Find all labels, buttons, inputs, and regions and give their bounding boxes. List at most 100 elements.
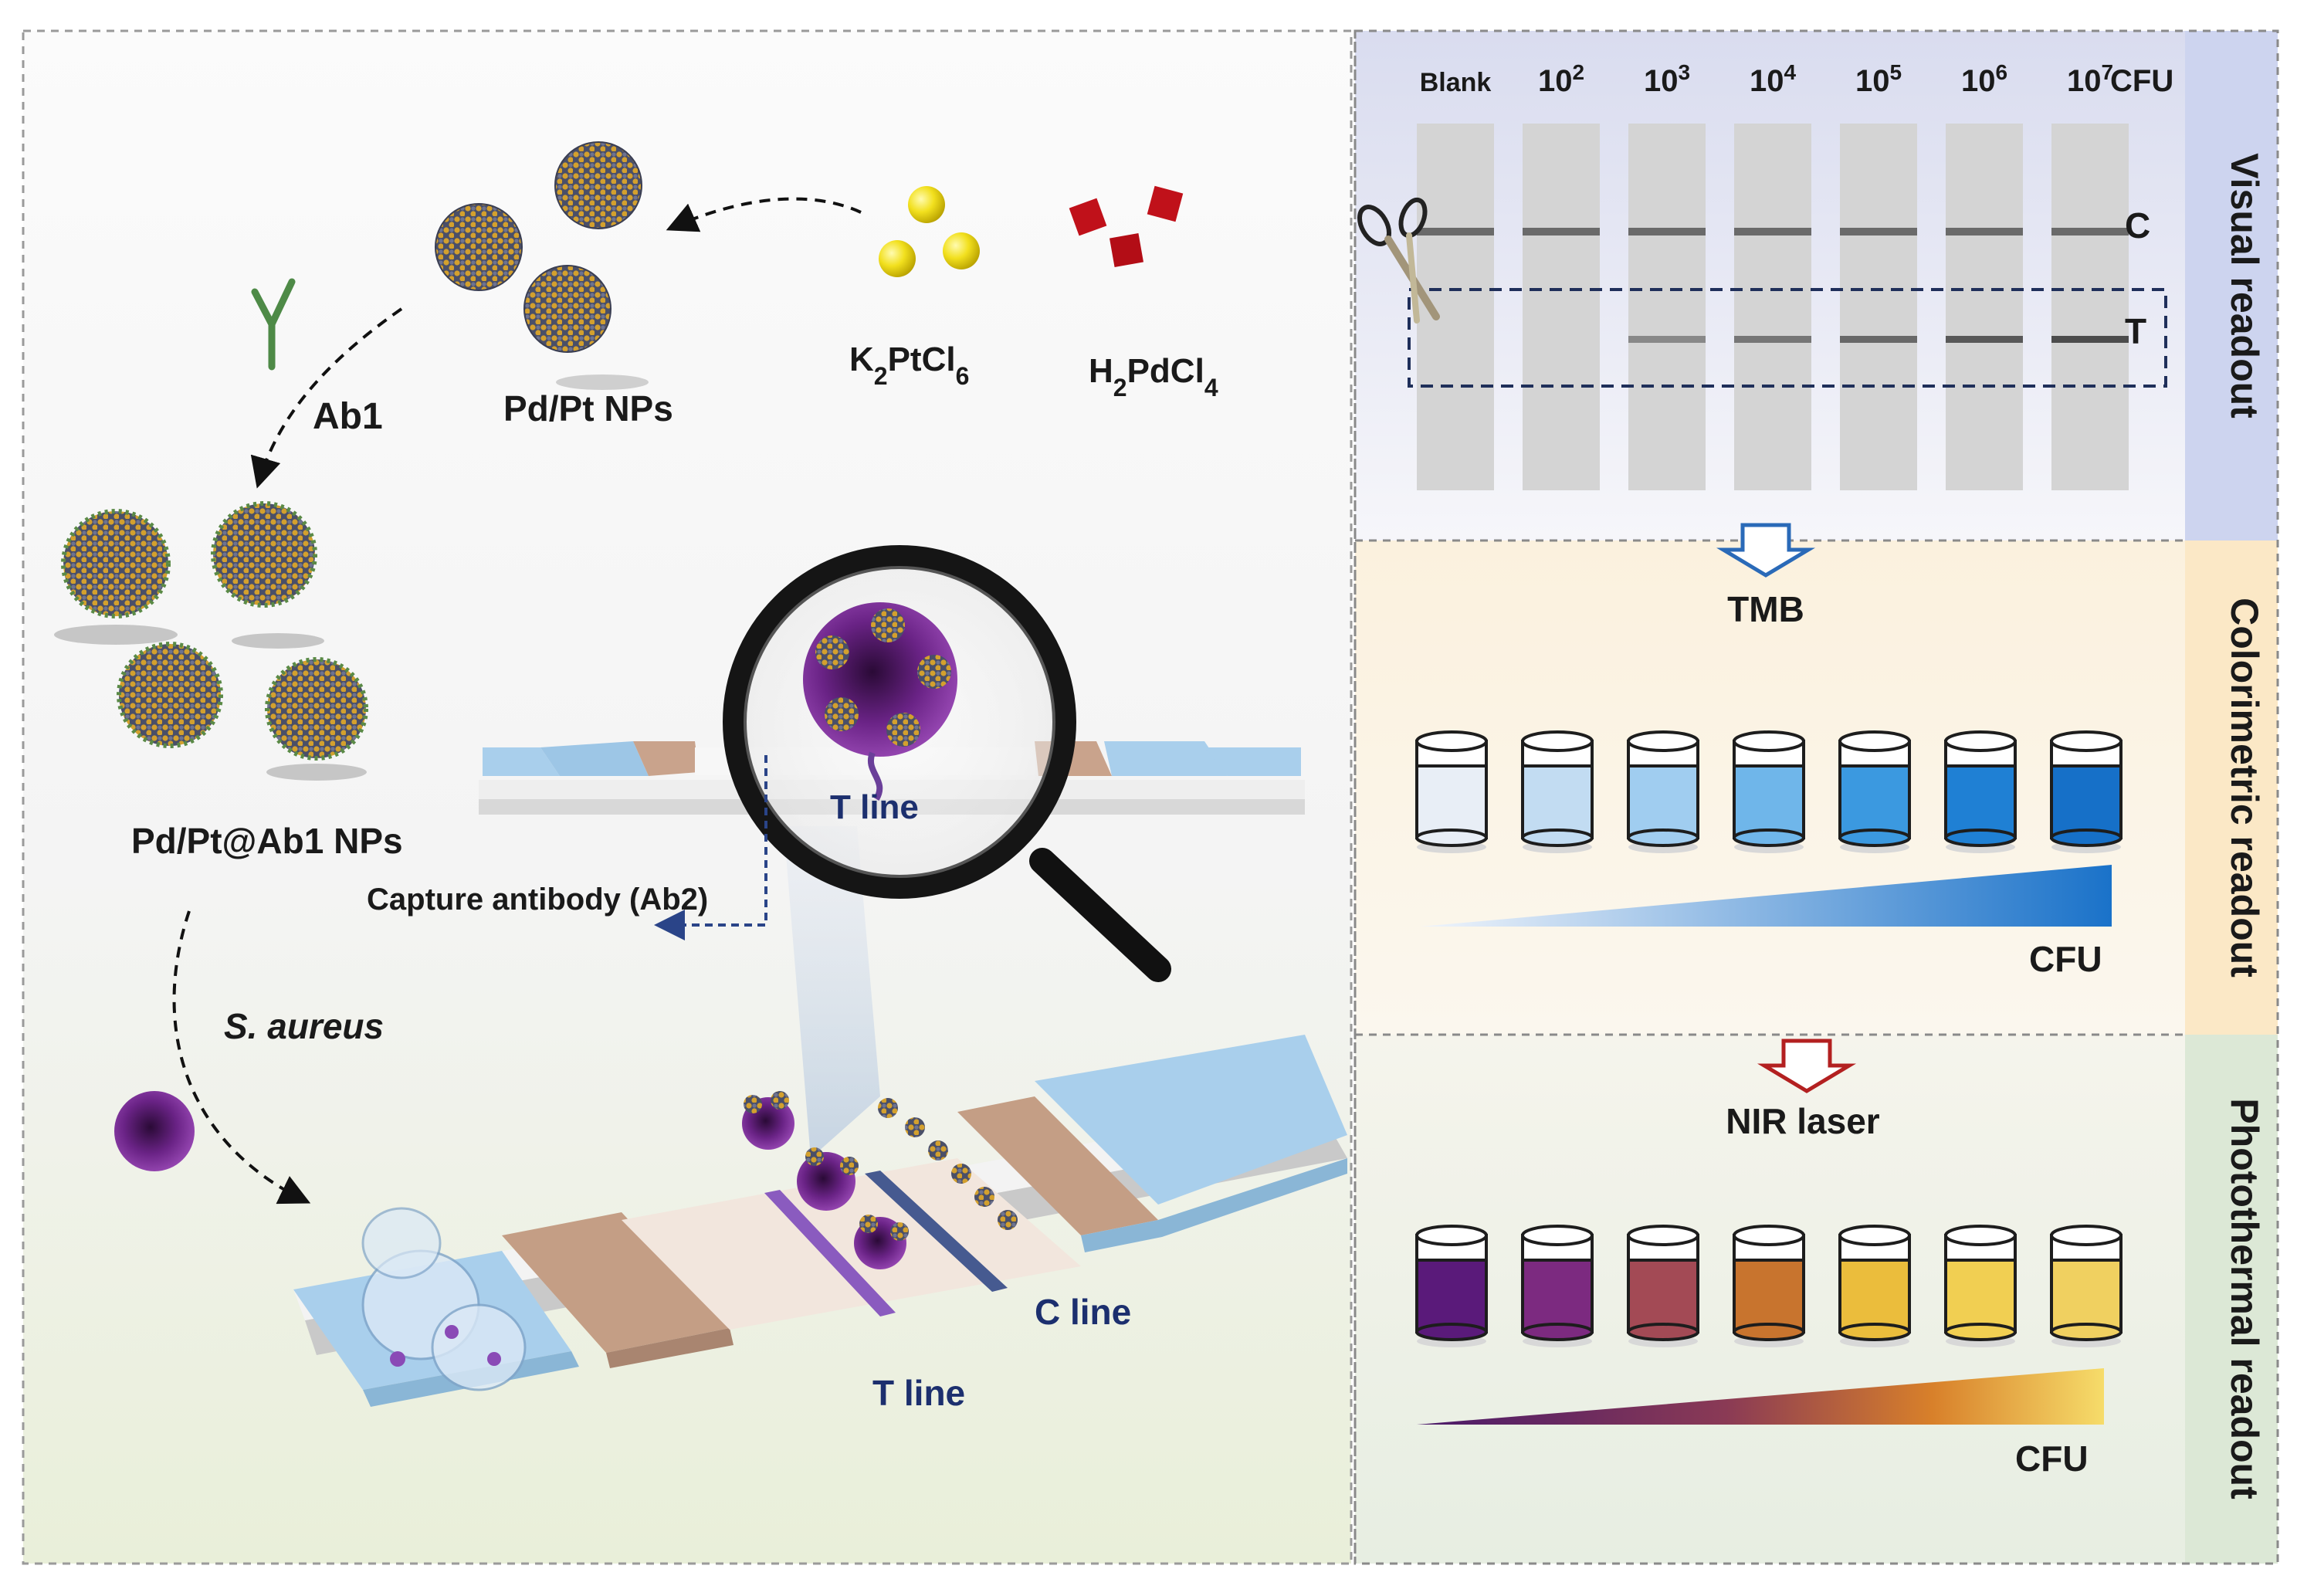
c-line-stripe bbox=[865, 1171, 1008, 1292]
strip-c-line bbox=[1734, 228, 1811, 236]
strip-body bbox=[2051, 124, 2129, 490]
visual-unit-label: CFU bbox=[2110, 64, 2173, 98]
colorimetric-tube-0 bbox=[1415, 730, 1488, 853]
nir-label: NIR laser bbox=[1726, 1101, 1880, 1141]
photothermal-tube-6 bbox=[2050, 1225, 2123, 1347]
visual-strip-1 bbox=[1523, 124, 1600, 490]
tmb-arrow-icon bbox=[1716, 523, 1816, 578]
strip-t-line bbox=[1628, 336, 1706, 343]
sample-splash bbox=[361, 1207, 527, 1391]
precursor-pt-label: K2PtCl6 bbox=[849, 341, 969, 390]
conjugate-label: Pd/Pt@Ab1 NPs bbox=[131, 821, 403, 861]
cline-label: C line bbox=[1035, 1292, 1131, 1332]
visual-column-label: 104 bbox=[1750, 60, 1797, 99]
nir-arrow-icon bbox=[1757, 1039, 1857, 1093]
strip-c-line bbox=[1523, 228, 1600, 236]
visual-strip-4 bbox=[1840, 124, 1917, 490]
colorimetric-tubes bbox=[1415, 730, 2123, 853]
visual-column-label: 103 bbox=[1644, 60, 1690, 99]
antibody-ab1-icon bbox=[251, 278, 296, 371]
strip-t-line bbox=[1840, 336, 1917, 343]
precursor-pd-label: H2PdCl4 bbox=[1089, 352, 1218, 402]
strip-body bbox=[1734, 124, 1811, 490]
colorimetric-gradient-wedge bbox=[1421, 865, 2112, 927]
antibody-label: Ab1 bbox=[313, 396, 383, 437]
strip-c-line bbox=[2051, 228, 2129, 236]
strip-body bbox=[1628, 124, 1706, 490]
tline-label: T line bbox=[872, 1373, 965, 1413]
photothermal-tube-2 bbox=[1627, 1225, 1699, 1347]
colorimetric-tube-3 bbox=[1733, 730, 1805, 853]
tline-zoom-label: T line bbox=[830, 788, 919, 826]
photothermal-side-title: Photothermal readout bbox=[2223, 1098, 2266, 1499]
strip-t-line bbox=[2051, 336, 2129, 343]
bacteria-label: S. aureus bbox=[224, 1006, 384, 1046]
photothermal-tubes bbox=[1415, 1225, 2123, 1347]
visual-c-label: C bbox=[2125, 205, 2150, 246]
photothermal-side-band bbox=[2185, 1035, 2278, 1564]
strip-c-line bbox=[1840, 228, 1917, 236]
strip-c-line bbox=[1628, 228, 1706, 236]
visual-strip-5 bbox=[1946, 124, 2023, 490]
nc-membrane bbox=[622, 1158, 1081, 1330]
strip-c-line bbox=[1946, 228, 2023, 236]
photothermal-axis-label: CFU bbox=[2015, 1438, 2089, 1479]
tline-bound-complexes bbox=[742, 1091, 909, 1269]
photothermal-gradient-wedge bbox=[1417, 1368, 2104, 1425]
capture-antibody-leader bbox=[654, 755, 767, 940]
pdpt-ab1-conjugates bbox=[54, 501, 368, 781]
colorimetric-side-title: Colorimetric readout bbox=[2223, 598, 2266, 978]
visual-column-label: 105 bbox=[1855, 60, 1902, 99]
cline-bound-nanoparticles bbox=[878, 1098, 1018, 1230]
visual-column-label: 107 bbox=[2067, 60, 2113, 99]
bacterium-icon bbox=[114, 1091, 195, 1171]
visual-strip-3 bbox=[1734, 124, 1811, 490]
nps-label: Pd/Pt NPs bbox=[503, 388, 673, 429]
visual-strip-6 bbox=[2051, 124, 2129, 490]
visual-column-label: 102 bbox=[1538, 60, 1584, 99]
precursor-k2ptcl6-spheres bbox=[879, 186, 980, 277]
photothermal-tube-0 bbox=[1415, 1225, 1488, 1347]
visual-side-band bbox=[2185, 31, 2278, 540]
capture-antibody-label: Capture antibody (Ab2) bbox=[367, 883, 708, 917]
strip-t-line bbox=[1734, 336, 1811, 343]
photothermal-tube-1 bbox=[1521, 1225, 1594, 1347]
visual-column-label: 106 bbox=[1961, 60, 2007, 99]
strip-body bbox=[1946, 124, 2023, 490]
magnifier-icon bbox=[723, 545, 1171, 982]
strip-t-line bbox=[1946, 336, 2023, 343]
visual-side-title: Visual readout bbox=[2223, 153, 2266, 418]
tmb-label: TMB bbox=[1727, 589, 1804, 629]
zoom-beam bbox=[784, 826, 880, 1158]
colorimetric-tube-4 bbox=[1838, 730, 1911, 853]
colorimetric-side-band bbox=[2185, 540, 2278, 1035]
right-panel-outer-border bbox=[1353, 29, 2279, 1565]
precursor-h2pdcl4-cubes bbox=[1069, 185, 1184, 268]
visual-strip-2 bbox=[1628, 124, 1706, 490]
photothermal-tube-4 bbox=[1838, 1225, 1911, 1347]
photothermal-tube-3 bbox=[1733, 1225, 1805, 1347]
strip-body bbox=[1840, 124, 1917, 490]
strip-c-line bbox=[1417, 228, 1494, 236]
visual-t-label: T bbox=[2125, 311, 2146, 351]
colorimetric-tube-5 bbox=[1944, 730, 2017, 853]
colorimetric-tube-6 bbox=[2050, 730, 2123, 853]
visual-column-label: Blank bbox=[1420, 68, 1492, 97]
bacteria-arrow bbox=[172, 910, 311, 1205]
photothermal-tube-5 bbox=[1944, 1225, 2017, 1347]
synthesis-arrow bbox=[666, 197, 862, 232]
main-test-strip bbox=[293, 1035, 1347, 1407]
colorimetric-axis-label: CFU bbox=[2029, 939, 2102, 979]
t-line-stripe bbox=[764, 1190, 896, 1316]
colorimetric-tube-2 bbox=[1627, 730, 1699, 853]
absorbent-pad bbox=[957, 1096, 1158, 1235]
strip-body bbox=[1523, 124, 1600, 490]
conjugate-pad bbox=[502, 1212, 730, 1353]
pdpt-nanoparticles bbox=[435, 141, 649, 390]
tline-highlight-box bbox=[1408, 288, 2167, 388]
scissors-icon bbox=[1357, 197, 1440, 324]
colorimetric-tube-1 bbox=[1521, 730, 1594, 853]
